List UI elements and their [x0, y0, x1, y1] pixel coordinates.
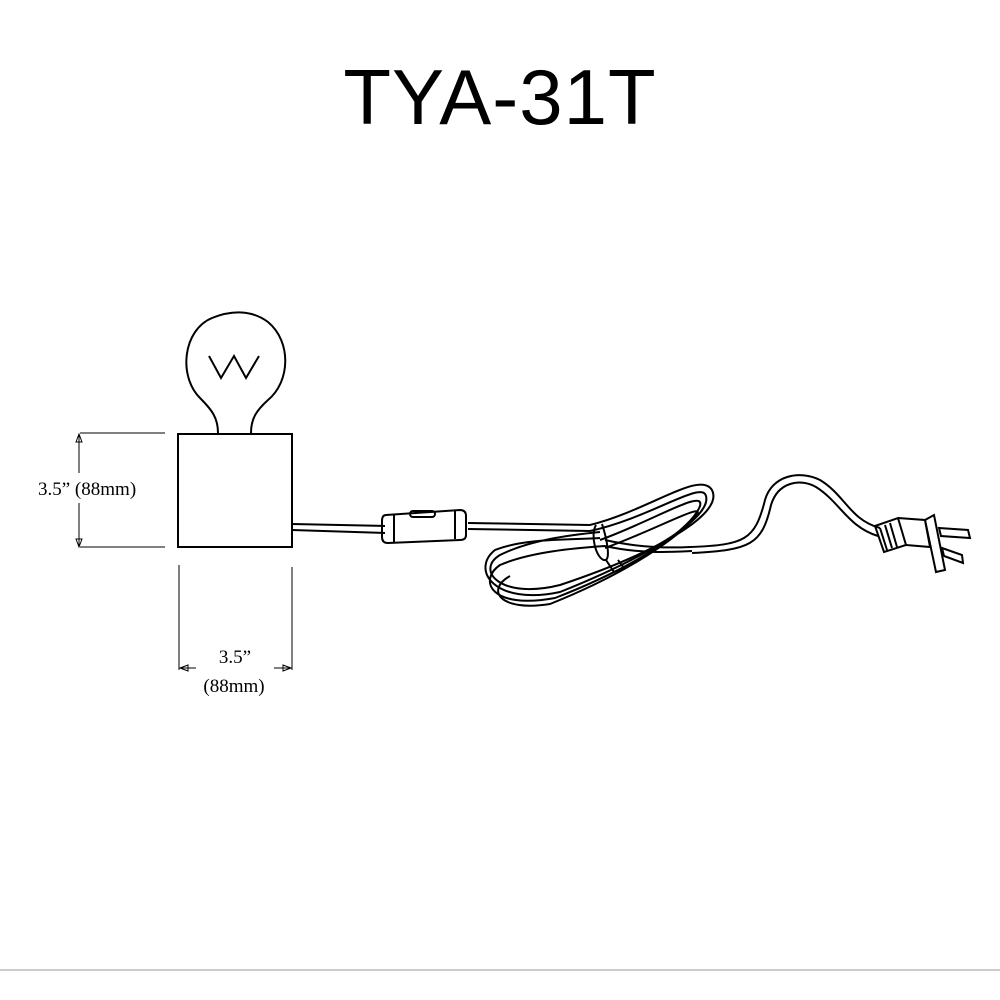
lamp-base — [177, 433, 293, 548]
bulb-icon — [185, 311, 287, 434]
width-label-mm: (88mm) — [203, 676, 264, 697]
height-dimension — [75, 432, 165, 549]
coiled-cord — [484, 483, 715, 607]
width-label-inches: 3.5” — [219, 647, 251, 668]
model-title: TYA-31T — [343, 53, 657, 141]
filament-icon — [208, 353, 260, 381]
width-dimension — [178, 565, 293, 672]
inline-switch-icon — [381, 508, 467, 545]
power-cord — [291, 522, 591, 534]
height-label: 3.5” (88mm) — [38, 479, 136, 500]
plug-icon — [873, 513, 972, 574]
cord-tail — [689, 474, 881, 554]
